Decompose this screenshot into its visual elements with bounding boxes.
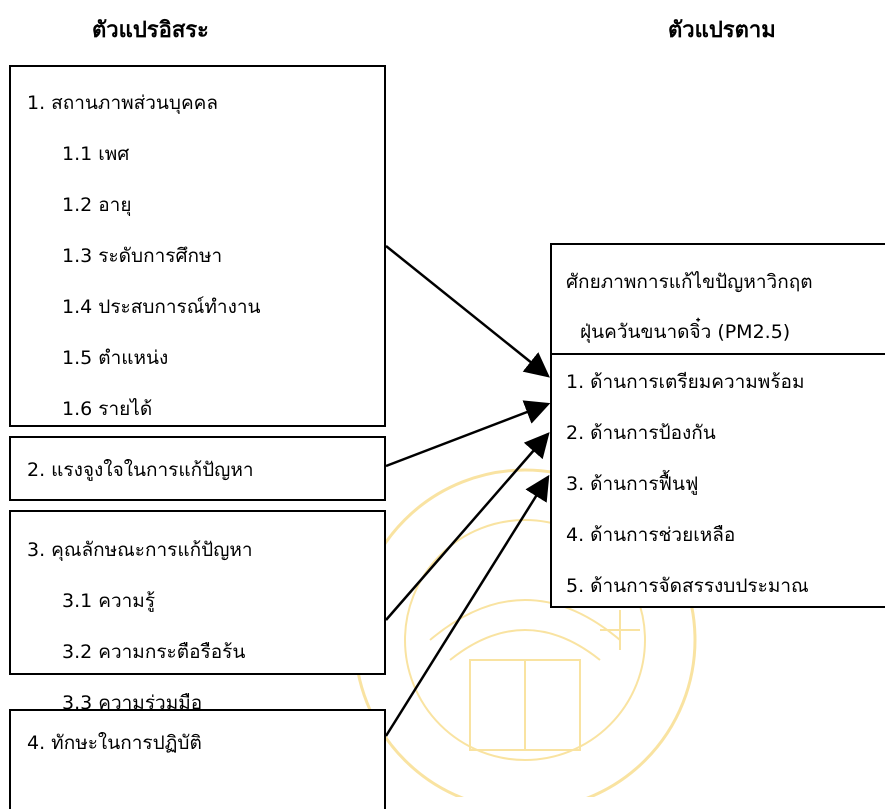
list-item: 1.6 รายได้: [62, 398, 153, 420]
arrow-personal-to-potential: [385, 245, 550, 378]
independent-box-personal-status: 1. สถานภาพส่วนบุคคล 1.1 เพศ 1.2 อายุ 1.3…: [9, 65, 386, 427]
dependent-title-line2: ฝุ่นควันขนาดจิ๋ว (PM2.5): [580, 321, 791, 343]
list-item: 1.3 ระดับการศึกษา: [62, 245, 223, 267]
list-item: 1.2 อายุ: [62, 194, 132, 216]
arrow-traits-to-potential: [385, 432, 550, 621]
independent-box-motivation: 2. แรงจูงใจในการแก้ปัญหา: [9, 436, 386, 501]
list-item: 3.3 ความร่วมมือ: [62, 692, 203, 714]
box-title: 4. ทักษะในการปฏิบัติ: [27, 732, 202, 754]
dependent-title-line1: ศักยภาพการแก้ไขปัญหาวิกฤต: [566, 271, 813, 293]
independent-box-problem-solving-traits: 3. คุณลักษณะการแก้ปัญหา 3.1 ความรู้ 3.2 …: [9, 510, 386, 714]
dependent-item: 1. ด้านการเตรียมความพร้อม: [566, 371, 805, 393]
list-item: 1.1 เพศ: [62, 143, 130, 165]
dependent-divider: [552, 353, 885, 355]
dependent-box: ศักยภาพการแก้ไขปัญหาวิกฤต ฝุ่นควันขนาดจิ…: [550, 243, 885, 608]
list-item: 1.4 ประสบการณ์ทำงาน: [62, 296, 261, 318]
arrow-skills-to-potential: [384, 474, 550, 737]
arrow-motivation-to-potential: [385, 400, 551, 468]
independent-box-practical-skills: 4. ทักษะในการปฏิบัติ: [9, 709, 386, 809]
box-title: 1. สถานภาพส่วนบุคคล: [27, 92, 219, 114]
list-item: 3.2 ความกระตือรือร้น: [62, 641, 246, 663]
dependent-item: 4. ด้านการช่วยเหลือ: [566, 524, 736, 546]
box-title: 3. คุณลักษณะการแก้ปัญหา: [27, 539, 253, 561]
dependent-item: 3. ด้านการฟื้นฟู: [566, 473, 699, 495]
dependent-item: 2. ด้านการป้องกัน: [566, 422, 716, 444]
list-item: 3.1 ความรู้: [62, 590, 156, 612]
box-title: 2. แรงจูงใจในการแก้ปัญหา: [27, 459, 254, 481]
list-item: 1.5 ตำแหน่ง: [62, 347, 169, 369]
dependent-item: 5. ด้านการจัดสรรงบประมาณ: [566, 575, 809, 597]
dependent-variables-heading: ตัวแปรตาม: [668, 18, 776, 43]
independent-variables-heading: ตัวแปรอิสระ: [92, 18, 209, 43]
